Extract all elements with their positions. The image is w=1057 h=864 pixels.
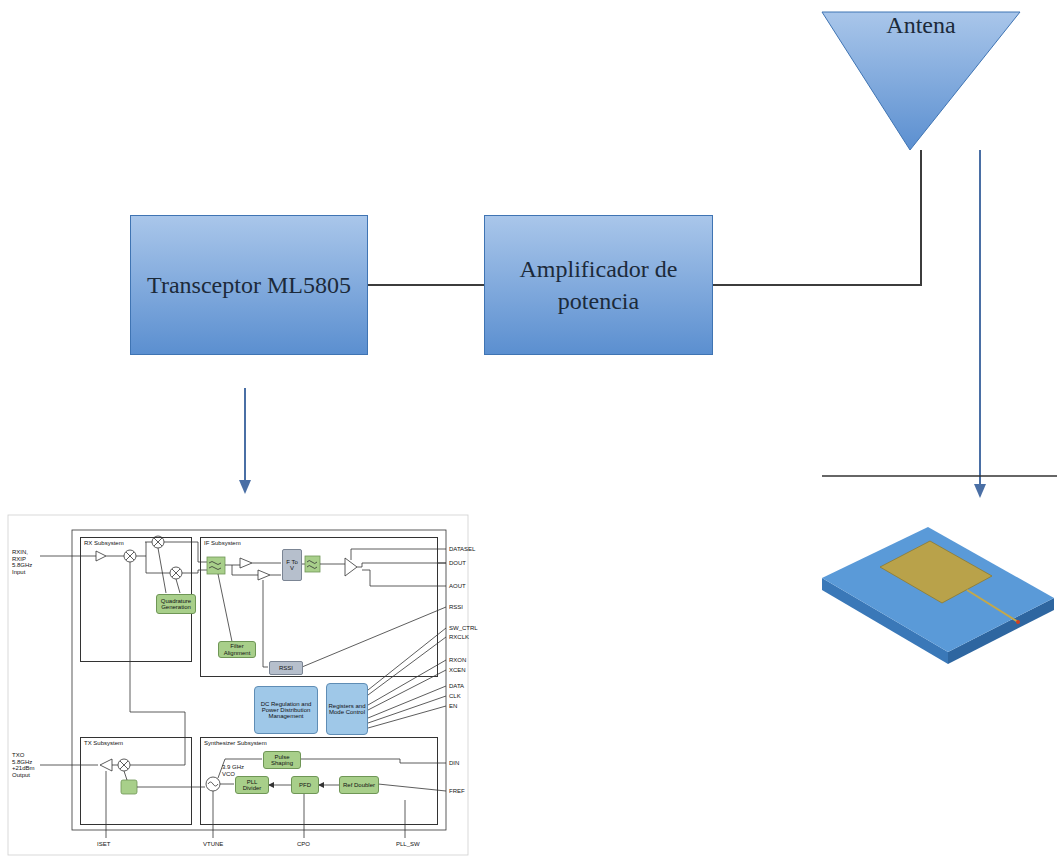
pin-label: VTUNE [203, 841, 233, 848]
pin-label: DATASEL [449, 546, 489, 553]
signal-wire [319, 785, 339, 786]
function-block: PLL Divider [235, 776, 269, 794]
pin-label: RXON [449, 657, 489, 664]
patch-antenna [822, 527, 1054, 664]
function-block: DC Regulation and Power Distribution Man… [254, 686, 318, 734]
pin-label: RXCLK [449, 634, 489, 641]
function-block: Pulse Shaping [263, 751, 301, 769]
function-block: RSSI [269, 661, 303, 675]
ground-line [822, 475, 1057, 477]
signal-wire [269, 785, 291, 786]
pin-label: EN [449, 703, 489, 710]
pin-label: DOUT [449, 560, 489, 567]
pin-label: PLL_SW [396, 841, 426, 848]
rf-connection [713, 150, 921, 285]
pin-label: TXO 5.8GHz +21dBm Output [12, 752, 42, 778]
pin-label: CLK [449, 693, 489, 700]
process-box: Amplificador de potencia [484, 215, 713, 355]
pin-label: 3.9 GHz VCO [222, 764, 252, 777]
node-text: DC Regulation and Power Distribution Man… [256, 701, 316, 720]
node-text: F To V [284, 559, 300, 572]
pin-label: SW_CTRL [449, 625, 489, 632]
node-text: Synthesizer Subsystem [201, 738, 437, 748]
pin-label: RSSI [449, 604, 489, 611]
pin-label: FREF [449, 788, 489, 795]
pin-label: DATA [449, 683, 489, 690]
pin-label: XCEN [449, 667, 489, 674]
subsystem-box: Synthesizer SubsystemPulse ShapingPLL Di… [200, 737, 438, 825]
node-text: Pulse Shaping [265, 754, 299, 767]
function-block: F To V [282, 549, 302, 581]
rf-connection [368, 284, 484, 286]
subsystem-box: RX SubsystemQuadrature Generation [80, 537, 192, 662]
subsystem-box: IF SubsystemFilter Alignment F To V RSSI [200, 537, 438, 677]
function-block: Filter Alignment [218, 641, 256, 658]
node-text: Antena [886, 0, 955, 38]
pin-label: DIN [449, 760, 489, 767]
node-text: PFD [299, 782, 311, 788]
pin-label: ISET [97, 841, 127, 848]
node-text: Quadrature Generation [158, 598, 194, 611]
function-block: Quadrature Generation [156, 594, 196, 614]
subsystem-box: TX Subsystem [80, 737, 192, 825]
node-text: PLL Divider [237, 779, 267, 792]
node-text: Registers and Mode Control [328, 703, 366, 716]
node-text: Amplificador de potencia [493, 253, 704, 318]
chip-block-diagram [8, 515, 468, 855]
pin-label: AOUT [449, 583, 489, 590]
node-text: Filter Alignment [220, 643, 254, 656]
function-block: PFD [291, 776, 319, 794]
node-text: Transceptor ML5805 [147, 269, 351, 301]
process-box: Transceptor ML5805 [130, 215, 368, 355]
node-text: Ref Doubler [343, 782, 375, 788]
node-text: TX Subsystem [81, 738, 191, 748]
node-text: RX Subsystem [81, 538, 191, 548]
node-text: RSSI [279, 665, 293, 671]
node-text: IF Subsystem [201, 538, 437, 548]
pin-label: RXIN, RXIP 5.8GHz Input [12, 549, 42, 575]
function-block: Ref Doubler [339, 776, 379, 794]
pin-label: CPO [297, 841, 327, 848]
function-block: Registers and Mode Control [326, 683, 368, 735]
antenna-triangle: Antena [822, 12, 1020, 150]
